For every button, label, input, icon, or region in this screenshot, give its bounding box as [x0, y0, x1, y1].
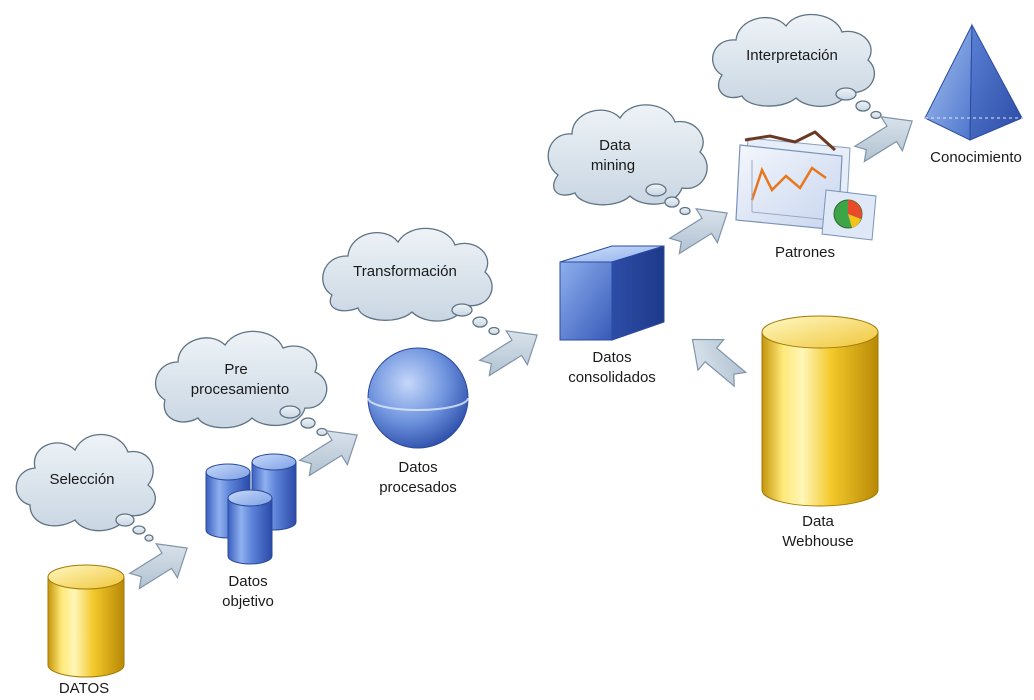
- arrow-objetivo-to-procesados: [298, 430, 358, 477]
- arrow-procesados-to-consolidados: [478, 330, 538, 377]
- arrow-webhouse-to-consolidados: [691, 338, 748, 388]
- datos-objetivo-cylinders-icon: [205, 453, 297, 565]
- label-data-webhouse-line2: Webhouse: [782, 533, 853, 550]
- label-datos-procesados-line2: procesados: [379, 479, 457, 496]
- label-datos-consolidados-line1: Datos: [592, 349, 631, 366]
- label-datos-procesados-line1: Datos: [398, 459, 437, 476]
- step-preprocesamiento-line1: Pre: [224, 361, 247, 378]
- label-datos: DATOS: [59, 680, 109, 697]
- label-data-webhouse-line1: Data: [802, 513, 834, 530]
- cloud-interpretacion: [712, 13, 882, 120]
- step-data-mining-line2: mining: [591, 157, 635, 174]
- cloud-transformacion: [322, 227, 500, 336]
- step-interpretacion: Interpretación: [746, 47, 838, 64]
- label-datos-consolidados-line2: consolidados: [568, 369, 656, 386]
- patrones-chart-icon: [735, 130, 877, 241]
- step-seleccion: Selección: [49, 471, 114, 488]
- arrow-consolidados-to-patrones: [668, 208, 728, 255]
- label-datos-objetivo-line2: objetivo: [222, 593, 274, 610]
- arrow-datos-to-objetivo: [128, 543, 188, 590]
- arrow-patrones-to-conocimiento: [853, 116, 913, 163]
- cloud-seleccion: [15, 433, 156, 542]
- datos-consolidados-cube-icon: [559, 245, 665, 341]
- datos-procesados-sphere-icon: [367, 347, 469, 449]
- conocimiento-pyramid-icon: [924, 23, 1023, 141]
- label-patrones: Patrones: [775, 244, 835, 261]
- step-preprocesamiento-line2: procesamiento: [191, 381, 289, 398]
- step-data-mining-line1: Data: [599, 137, 631, 154]
- data-webhouse-cylinder-icon: [761, 315, 879, 507]
- cloud-data-mining: [547, 104, 708, 216]
- step-transformacion: Transformación: [353, 263, 457, 280]
- label-datos-objetivo-line1: Datos: [228, 573, 267, 590]
- cloud-preprocesamiento: [155, 330, 328, 437]
- label-conocimiento: Conocimiento: [930, 149, 1022, 166]
- datos-cylinder-icon: [47, 564, 125, 678]
